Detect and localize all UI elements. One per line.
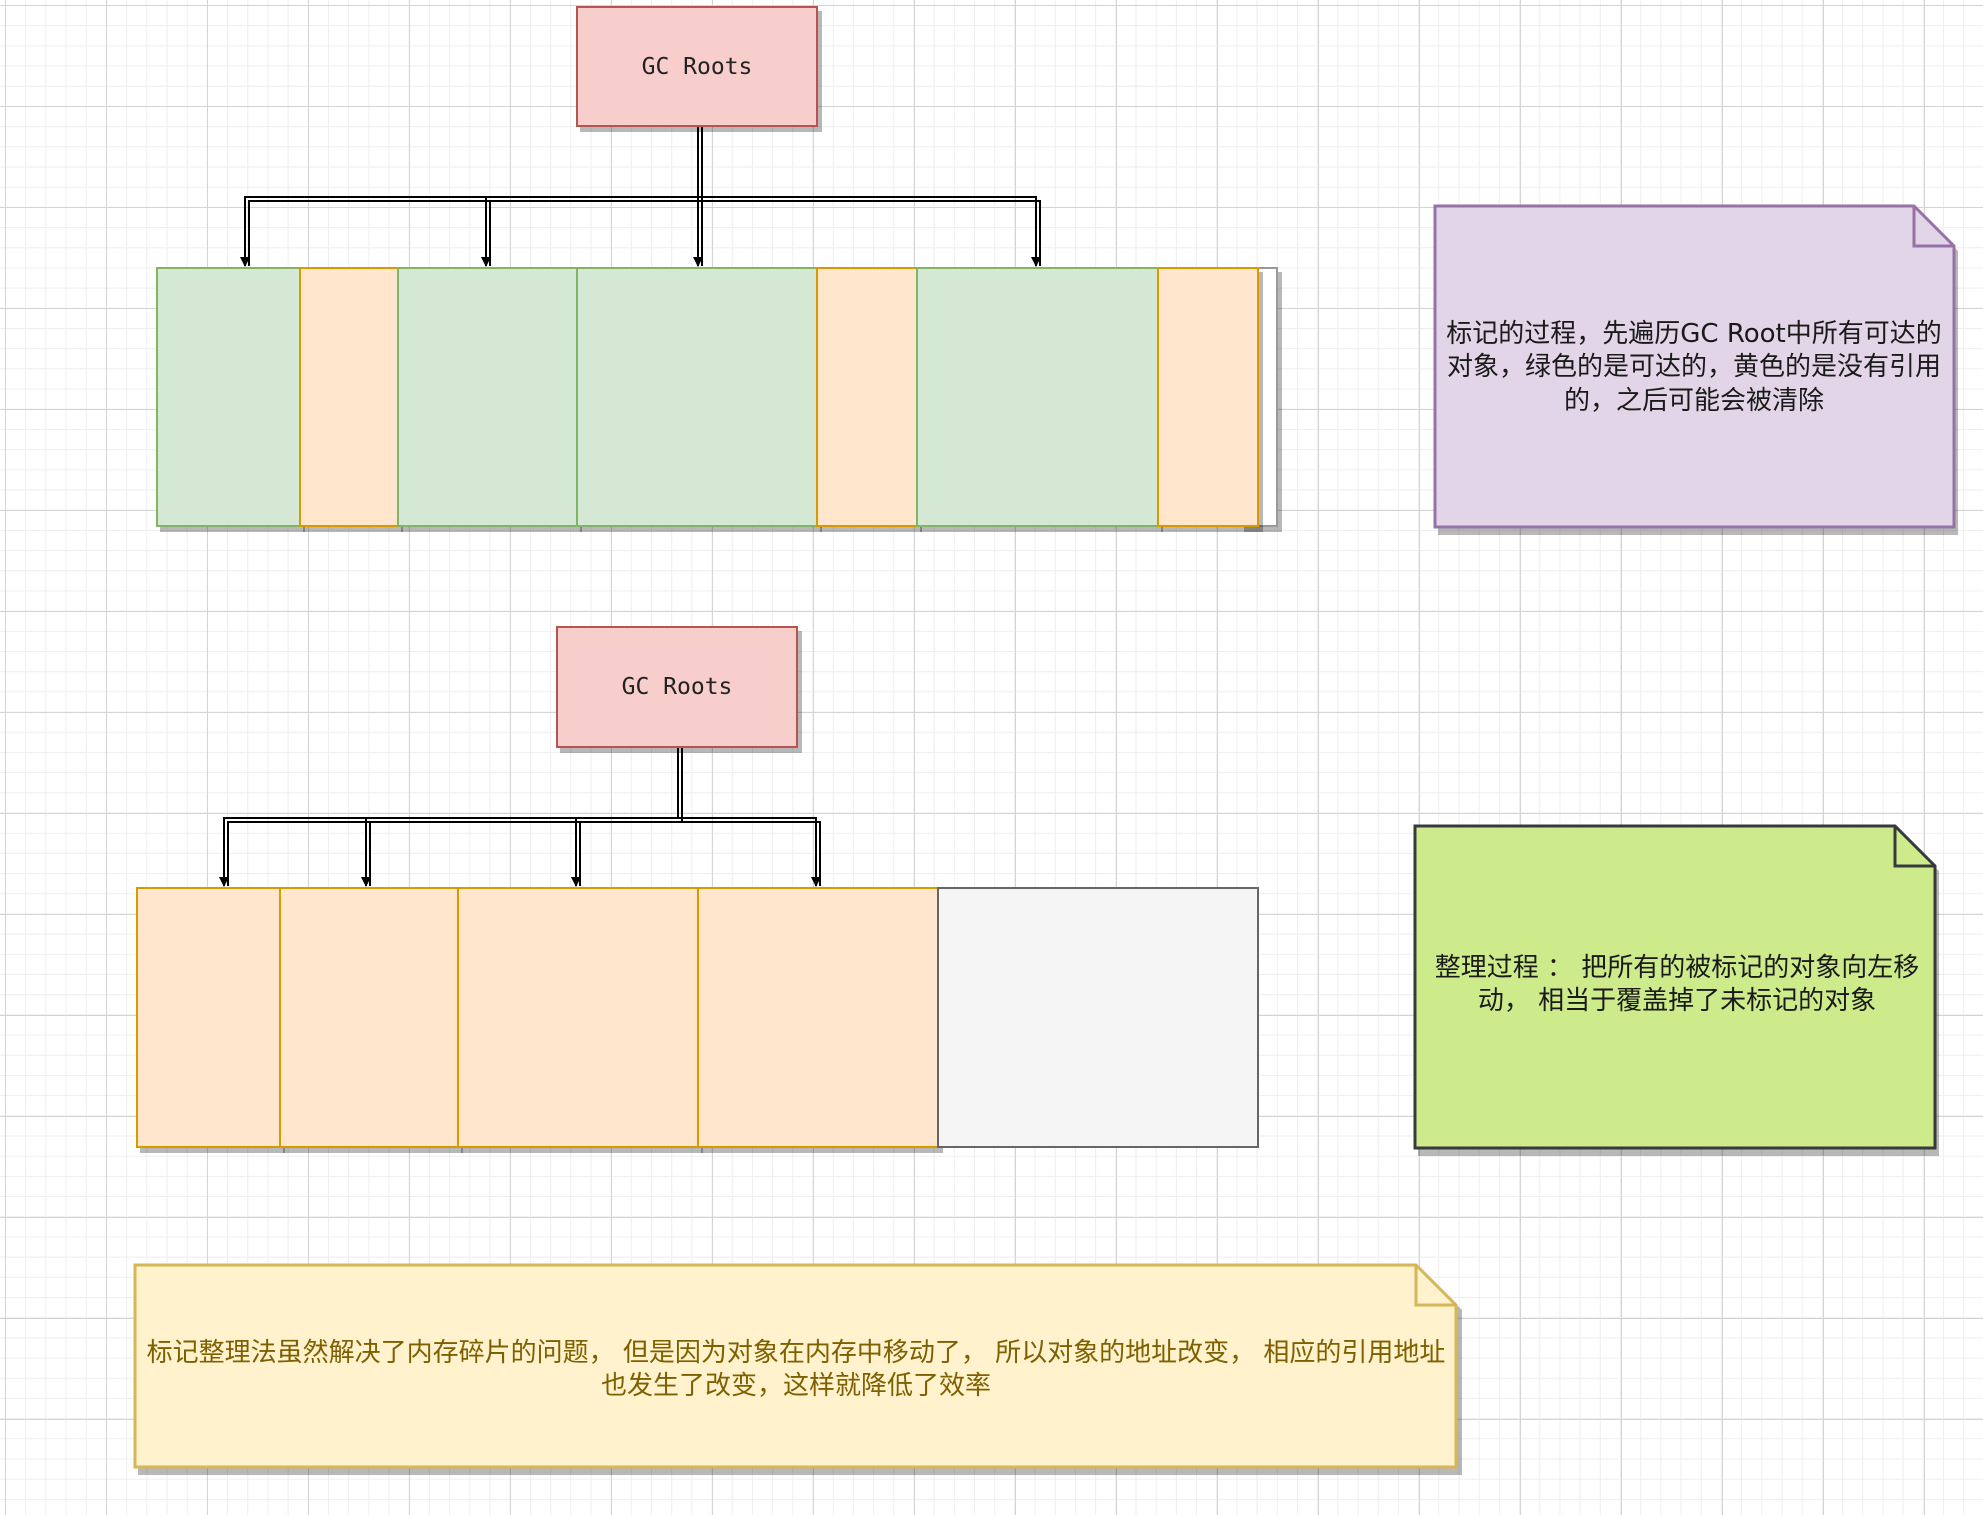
arrow-root-to-object-6 xyxy=(698,196,1041,267)
arrow-root-to-object-3 xyxy=(481,196,698,267)
note-summary-text: 标记整理法虽然解决了内存碎片的问题， 但是因为对象在内存中移动了， 所以对象的地… xyxy=(146,1337,1446,1401)
note-summary[interactable] xyxy=(133,1263,1462,1475)
memory-object-reachable-1[interactable] xyxy=(156,267,301,527)
memory-object-unreferenced-1[interactable] xyxy=(299,267,399,527)
gc-roots-mark-phase[interactable]: GC Roots xyxy=(576,6,818,127)
note-compact-phase[interactable] xyxy=(1413,824,1939,1156)
arrow-root-to-compacted-4 xyxy=(678,817,821,887)
note-compact-phase-text: 整理过程 ： 把所有的被标记的对象向左移动， 相当于覆盖掉了未标记的对象 xyxy=(1434,952,1920,1016)
compacted-object-4[interactable] xyxy=(697,887,939,1148)
note-mark-phase[interactable] xyxy=(1433,204,1958,535)
compacted-object-2[interactable] xyxy=(279,887,459,1148)
gc-roots-label: GC Roots xyxy=(621,674,733,700)
free-memory-block xyxy=(937,887,1259,1148)
memory-object-reachable-3[interactable] xyxy=(576,267,818,527)
arrow-root-to-compacted-1 xyxy=(219,748,679,887)
arrow-root-to-compacted-3 xyxy=(571,817,678,887)
memory-object-reachable-4[interactable] xyxy=(916,267,1159,527)
memory-object-unreferenced-3[interactable] xyxy=(1157,267,1259,527)
arrow-root-to-compacted-2 xyxy=(361,817,678,887)
gc-roots-compact-phase[interactable]: GC Roots xyxy=(556,626,798,748)
gc-roots-label: GC Roots xyxy=(641,53,753,80)
compacted-object-3[interactable] xyxy=(457,887,699,1148)
memory-object-reachable-2[interactable] xyxy=(397,267,578,527)
compacted-object-1[interactable] xyxy=(136,887,281,1148)
note-mark-phase-text: 标记的过程，先遍历GC Root中所有可达的对象，绿色的是可达的，黄色的是没有引… xyxy=(1446,319,1942,416)
arrow-root-to-object-1 xyxy=(240,127,699,267)
memory-object-unreferenced-2[interactable] xyxy=(816,267,918,527)
